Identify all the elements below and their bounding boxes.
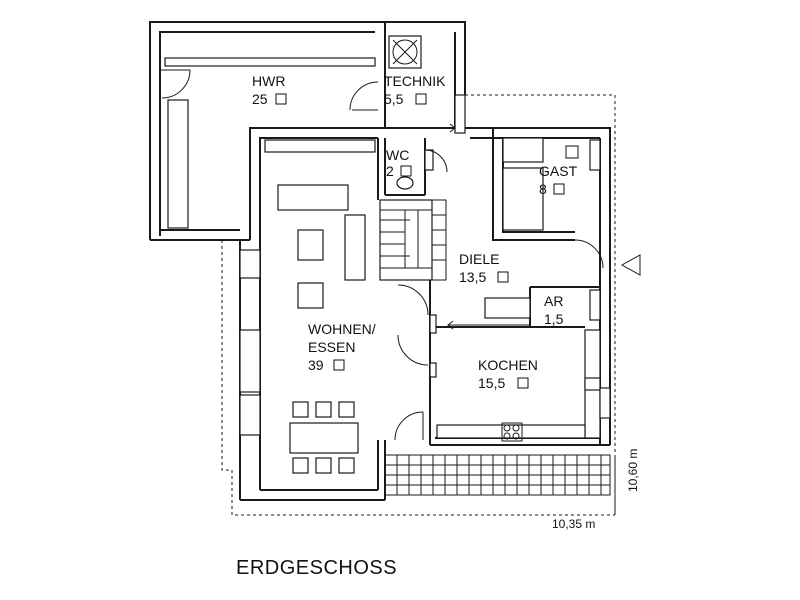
wohnen-area: 39 <box>308 357 324 373</box>
ar-walls <box>484 286 601 327</box>
terrace <box>384 454 611 496</box>
hob-icon <box>501 422 523 442</box>
stairs <box>379 199 447 281</box>
height-dimension: 10,60 m <box>626 449 640 492</box>
gast-name: GAST <box>539 163 578 179</box>
toilet-icon <box>396 176 414 190</box>
hwr-name: HWR <box>252 73 285 89</box>
stair-arrow-icon <box>425 123 530 330</box>
technik-walls <box>385 21 466 134</box>
kitchen <box>429 326 611 445</box>
ar-name: AR <box>544 293 563 309</box>
ar-area: 1,5 <box>544 311 564 327</box>
house-walls <box>239 127 611 501</box>
hwr-area: 25 <box>252 91 268 107</box>
room-labels: HWR 25 TECHNIK 5,5 WC 2 GAST 8 DIELE 13,… <box>252 73 579 391</box>
gast-area: 8 <box>539 181 547 197</box>
living-area <box>264 139 437 474</box>
entrance-arrow-icon <box>620 254 641 276</box>
wohnen-name-line2: ESSEN <box>308 339 355 355</box>
page-title: ERDGESCHOSS <box>236 557 397 579</box>
kochen-name: KOCHEN <box>478 357 538 373</box>
diele-area: 13,5 <box>459 269 486 285</box>
wc-area: 2 <box>386 163 394 179</box>
wohnen-name-line1: WOHNEN/ <box>308 321 376 337</box>
kochen-area: 15,5 <box>478 375 505 391</box>
diele-name: DIELE <box>459 251 499 267</box>
technik-name: TECHNIK <box>384 73 446 89</box>
width-dimension: 10,35 m <box>552 517 595 531</box>
gast-walls <box>492 128 604 269</box>
wc-name: WC <box>386 147 409 163</box>
wc-walls <box>377 138 448 200</box>
dimension-lines <box>221 94 616 516</box>
technik-area: 5,5 <box>384 91 404 107</box>
hwr-walls <box>149 21 386 241</box>
